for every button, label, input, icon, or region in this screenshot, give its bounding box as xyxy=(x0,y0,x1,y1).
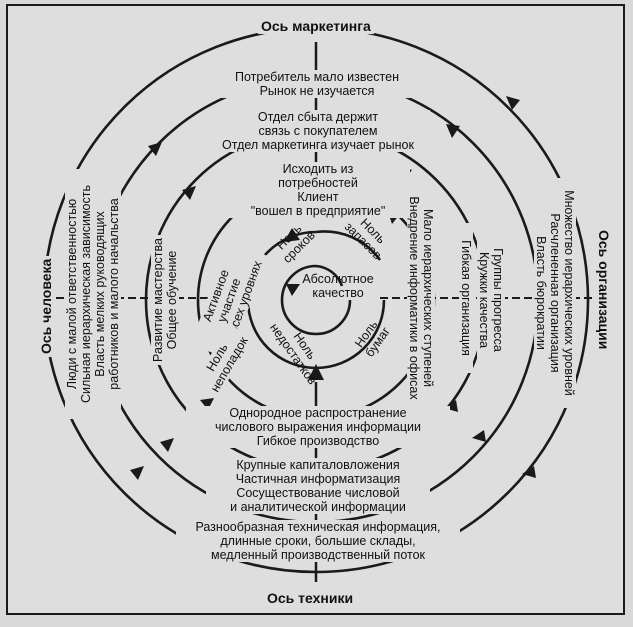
human-stage-1-line-1: Люди с малой ответственностью xyxy=(65,198,79,390)
marketing-stage-1-line-1: Потребитель мало известен xyxy=(235,70,399,84)
organization-stage-2-wrap: Группы прогресса Кружки качества xyxy=(473,235,505,365)
spiral-ring-5 xyxy=(246,230,386,370)
arrow-ring2-nw xyxy=(182,186,196,200)
marketing-stage-1-line-2: Рынок не изучается xyxy=(259,84,375,98)
technology-stage-2: Крупные капиталовложения Частичная инфор… xyxy=(206,458,430,514)
axis-title-organization-wrap: Ось организации xyxy=(596,227,612,367)
technology-stage-1: Разнообразная техническая информация, дл… xyxy=(176,520,460,562)
axis-title-human: Ось человека xyxy=(38,255,54,357)
organization-stage-4-line-1: Мало иерархических ступеней xyxy=(421,208,435,388)
technology-stage-3-line-1: Однородное распространение xyxy=(229,406,407,420)
human-stage-2-wrap: Развитие мастерства Общее обучение xyxy=(151,235,183,365)
marketing-stage-3-line-1: Исходить из xyxy=(282,162,354,176)
marketing-stage-3-line-4: "вошел в предприятие" xyxy=(250,204,386,218)
organization-stage-2: Группы прогресса Кружки качества xyxy=(477,235,505,365)
arrow-ring1-nw xyxy=(148,142,162,156)
spiral-center-curl xyxy=(280,264,352,336)
organization-stage-4: Мало иерархических ступеней Внедрение ин… xyxy=(407,193,435,403)
organization-stage-1: Множество иерархических уровней Расчлене… xyxy=(534,178,576,408)
marketing-stage-2: Отдел сбыта держит связь с покупателем О… xyxy=(206,110,430,152)
marketing-stage-3-line-3: Клиент xyxy=(297,190,339,204)
human-stage-1: Люди с малой ответственностью Сильная ие… xyxy=(65,169,121,419)
organization-stage-2-line-1: Группы прогресса xyxy=(491,248,505,352)
human-stage-1-wrap: Люди с малой ответственностью Сильная ие… xyxy=(65,169,125,419)
organization-stage-4-wrap: Мало иерархических ступеней Внедрение ин… xyxy=(403,193,435,403)
human-stage-2-line-2: Общее обучение xyxy=(165,250,179,350)
human-stage-2: Развитие мастерства Общее обучение xyxy=(151,235,179,365)
technology-stage-3-line-2: числового выражения информации xyxy=(214,420,421,434)
axis-title-technology: Ось техники xyxy=(264,590,357,606)
organization-stage-2-line-2: Кружки качества xyxy=(477,251,491,349)
technology-stage-2-line-1: Крупные капиталовложения xyxy=(236,458,400,472)
human-stage-1-line-4: работников и малого начальства xyxy=(107,198,121,390)
organization-stage-1-line-2: Расчлененная организация xyxy=(548,213,562,373)
marketing-stage-2-line-1: Отдел сбыта держит xyxy=(257,110,379,124)
axis-title-human-wrap: Ось человека xyxy=(38,237,54,357)
center-absolute-quality-line-1: Абсолютное xyxy=(302,272,374,286)
marketing-stage-2-line-2: связь с покупателем xyxy=(258,124,378,138)
human-stage-1-line-3: Власть мелких руководящих xyxy=(93,211,107,377)
organization-stage-3-line-1: Гибкая организация xyxy=(459,240,473,356)
organization-stage-1-line-3: Власть бюрократии xyxy=(534,236,548,350)
arrow-center-up-left xyxy=(284,228,300,242)
center-absolute-quality-line-2: качество xyxy=(312,286,364,300)
technology-stage-2-line-3: Сосуществование числовой xyxy=(236,486,400,500)
arrow-center-up xyxy=(308,364,324,380)
technology-stage-2-line-4: и аналитической информации xyxy=(230,500,406,514)
marketing-stage-3-line-2: потребностей xyxy=(278,176,358,190)
marketing-stage-3: Исходить из потребностей Клиент "вошел в… xyxy=(226,162,410,218)
arrow-ring1-sw xyxy=(130,466,144,480)
technology-stage-1-line-1: Разнообразная техническая информация, xyxy=(195,520,441,534)
technology-stage-1-line-3: медленный производственный поток xyxy=(210,548,426,562)
arrow-ring2-se xyxy=(472,430,486,442)
organization-stage-4-line-2: Внедрение информатики в офисах xyxy=(407,196,421,400)
technology-stage-3-line-3: Гибкое производство xyxy=(256,434,380,448)
organization-stage-1-line-1: Множество иерархических уровней xyxy=(562,190,576,396)
technology-stage-3: Однородное распространение числового выр… xyxy=(186,406,450,448)
human-stage-1-line-2: Сильная иерархическая зависимость xyxy=(79,184,93,404)
arrow-ring1-ne xyxy=(506,96,520,110)
axis-title-marketing: Ось маркетинга xyxy=(258,18,374,34)
organization-stage-3: Гибкая организация xyxy=(459,223,473,373)
axis-title-organization: Ось организации xyxy=(596,227,612,353)
arrow-ring2-ne xyxy=(446,124,460,138)
human-stage-2-line-1: Развитие мастерства xyxy=(151,238,165,362)
technology-stage-2-line-2: Частичная информатизация xyxy=(235,472,401,486)
arrow-ring2-sw xyxy=(160,438,174,452)
technology-stage-1-line-2: длинные сроки, большие склады, xyxy=(220,534,416,548)
marketing-stage-2-line-3: Отдел маркетинга изучает рынок xyxy=(222,138,414,152)
center-absolute-quality: Абсолютное качество xyxy=(298,272,378,300)
organization-stage-3-wrap: Гибкая организация xyxy=(457,223,473,373)
marketing-stage-1: Потребитель мало известен Рынок не изуча… xyxy=(220,70,414,98)
organization-stage-1-wrap: Множество иерархических уровней Расчлене… xyxy=(530,178,576,408)
arrow-center-down xyxy=(286,284,300,296)
arrow-ring1-se xyxy=(522,466,536,478)
arrow-ring3-sw xyxy=(200,398,214,410)
